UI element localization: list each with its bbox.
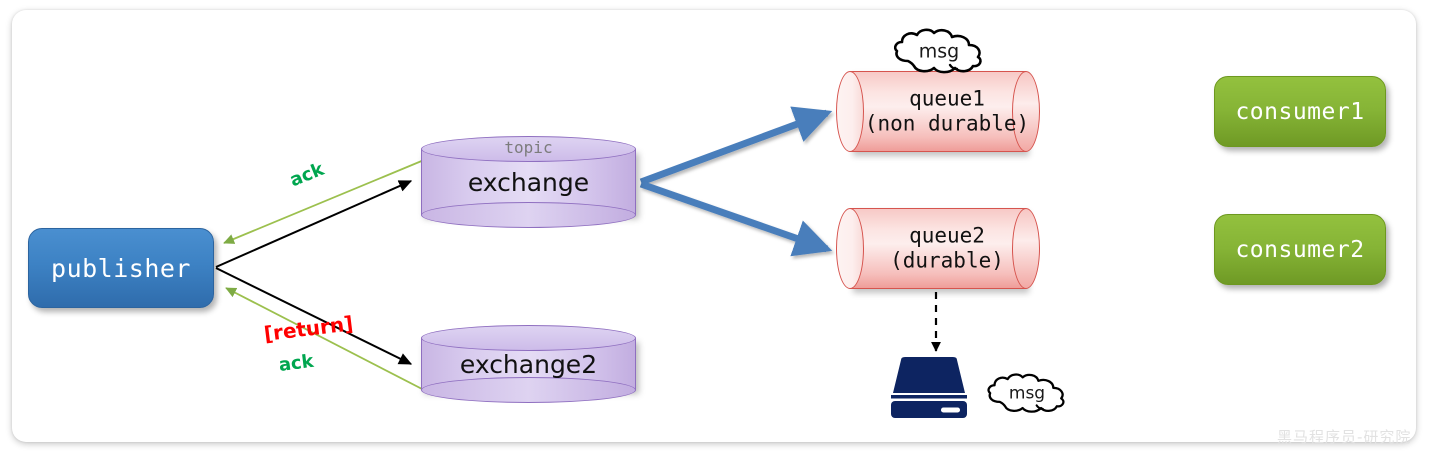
exchange1-bottom-cap — [421, 202, 636, 228]
cloud-shape — [893, 28, 982, 74]
exchange1-top-cap — [421, 136, 636, 162]
node-consumer2[interactable]: consumer2 — [1214, 214, 1386, 285]
exchange1-top-label: topic — [504, 138, 553, 157]
diagram-canvas — [12, 10, 1416, 442]
queue2-left-cap — [836, 208, 864, 289]
queue2-right-cap — [1012, 208, 1040, 289]
exchange2-bottom-cap — [421, 377, 636, 403]
cloud-msg-queue1: msg — [890, 27, 988, 77]
publisher-label: publisher — [51, 253, 191, 283]
consumer2-label: consumer2 — [1235, 236, 1365, 263]
queue1-label: queue1 (non durable) — [864, 85, 1030, 136]
queue2-label: queue2 (durable) — [890, 222, 1004, 273]
cloud-msg-queue1-label: msg — [918, 40, 960, 63]
edge-label-ack-exchange2: ack — [277, 350, 315, 376]
queue1-left-cap — [836, 71, 864, 152]
cloud-shape — [987, 373, 1065, 413]
node-exchange1[interactable]: topic exchange — [421, 136, 636, 228]
node-publisher[interactable]: publisher — [28, 228, 214, 308]
exchange2-label: exchange2 — [459, 350, 598, 380]
exchange2-top-cap — [421, 325, 636, 351]
node-consumer1[interactable]: consumer1 — [1214, 76, 1386, 147]
node-queue1[interactable]: queue1 (non durable) — [836, 71, 1040, 152]
cloud-msg-disk-label: msg — [1008, 383, 1046, 404]
watermark: 黑马程序员-研究院 — [1277, 428, 1412, 446]
consumer1-label: consumer1 — [1235, 98, 1365, 125]
queue1-right-cap — [1012, 71, 1040, 152]
node-exchange2[interactable]: exchange2 — [421, 325, 636, 403]
cloud-msg-disk: msg — [984, 371, 1070, 417]
exchange1-label: exchange — [467, 168, 590, 198]
queue2-body — [850, 208, 1026, 289]
node-queue2[interactable]: queue2 (durable) — [836, 208, 1040, 289]
